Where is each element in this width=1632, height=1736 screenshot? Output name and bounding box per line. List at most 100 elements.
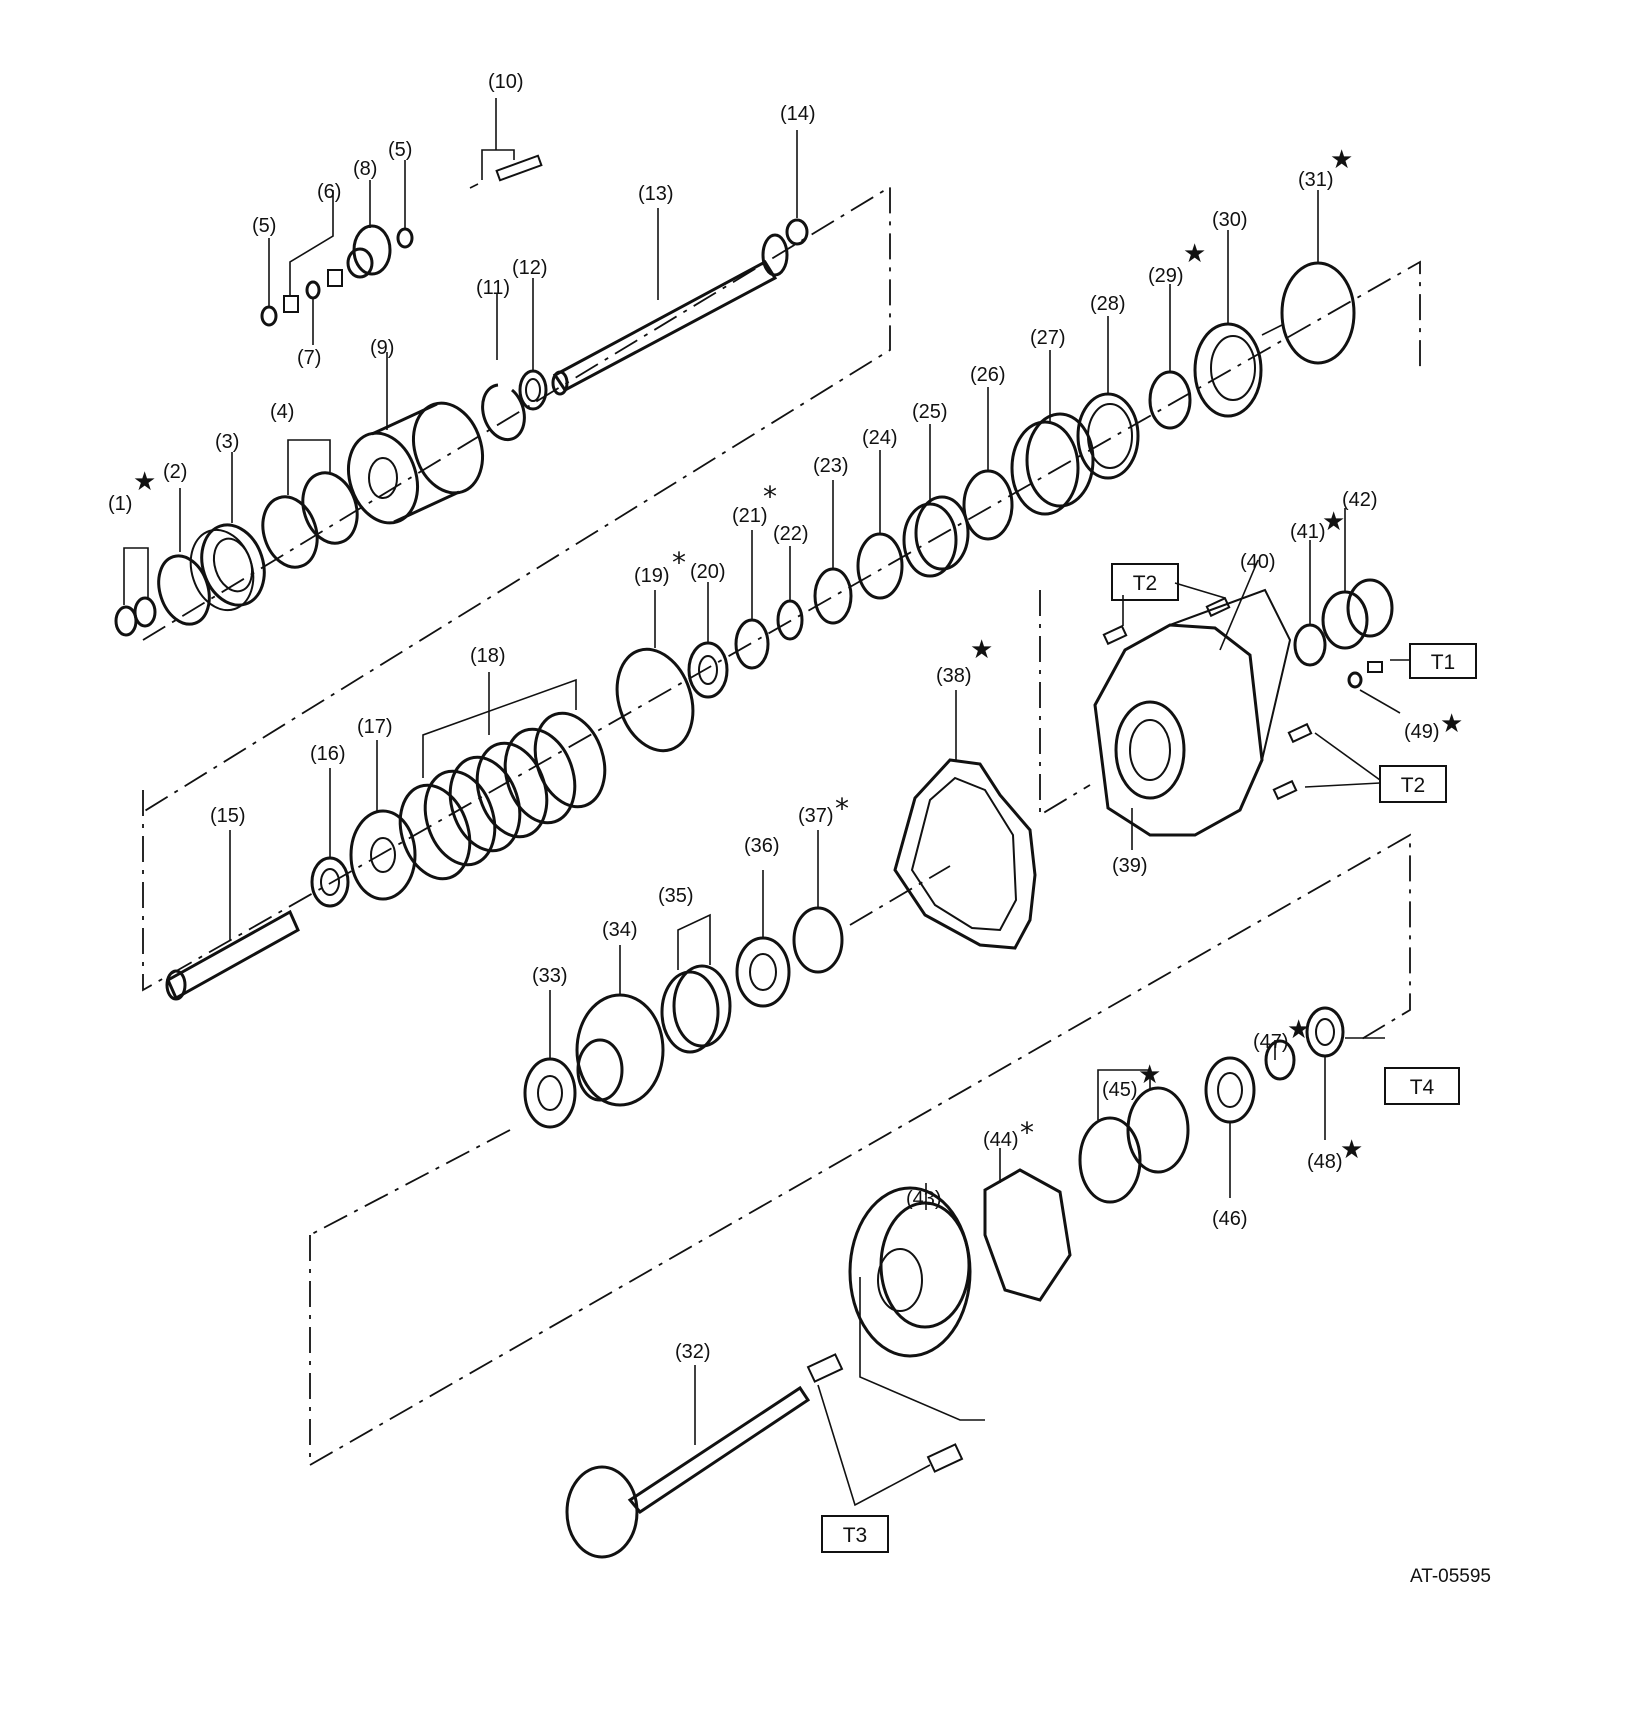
part-1-snap-rings: [114, 547, 157, 637]
callout-7: (7): [297, 347, 321, 369]
part-29-ring: [1148, 284, 1192, 430]
part-47-ring: [1264, 1039, 1296, 1081]
asterisk-marker: *: [1020, 1116, 1034, 1149]
part-11-snap-ring: [481, 293, 526, 442]
star-marker: ★: [1183, 239, 1206, 269]
figure-code: AT-05595: [1410, 1566, 1491, 1587]
callout-labels: (1) (2) (3) (4) (5) (5) (6) (7) (8) (9) …: [108, 71, 1440, 1363]
callout-20: (20): [690, 561, 726, 583]
part-42-sleeve: [1321, 508, 1394, 650]
part-30-piston-seal: [1193, 230, 1283, 418]
callout-42: (42): [1342, 489, 1378, 511]
svg-text:T2: T2: [1133, 572, 1158, 595]
star-marker: ★: [1330, 145, 1353, 175]
callout-4: (4): [270, 401, 294, 423]
torque-box-t4: T4: [1384, 1067, 1460, 1105]
assembly-envelope-lines: [142, 185, 1421, 1467]
callout-2: (2): [163, 461, 187, 483]
asterisk-marker: *: [672, 546, 686, 579]
part-6-needle-bearings: [283, 190, 343, 313]
callout-33: (33): [532, 965, 568, 987]
part-15-output-shaft: [165, 830, 300, 1001]
part-49-plug: [1347, 661, 1401, 714]
part-24-ring: [856, 450, 904, 600]
part-8-pinion-gear: [346, 180, 392, 279]
callout-25: (25): [912, 401, 948, 423]
callout-5a: (5): [252, 215, 276, 237]
callout-19: (19): [634, 565, 670, 587]
part-4-rings: [261, 439, 359, 569]
part-21-washer: [734, 530, 770, 670]
part-14-washer: [785, 130, 809, 246]
asterisk-marker: *: [763, 480, 777, 513]
callout-44: (44): [983, 1129, 1019, 1151]
torque-box-t1: T1: [1390, 643, 1477, 679]
part-20-bearing: [687, 582, 729, 699]
part-26-snap-ring: [962, 387, 1014, 541]
torque-box-t2-top: T2: [1111, 563, 1179, 601]
callout-32: (32): [675, 1341, 711, 1363]
callout-23: (23): [813, 455, 849, 477]
part-40-pin: [1219, 559, 1259, 651]
callout-5b: (5): [388, 139, 412, 161]
callout-22: (22): [773, 523, 809, 545]
callout-49: (49): [1404, 721, 1440, 743]
part-23-ring: [813, 480, 853, 625]
part-18-clutch-plates: [398, 672, 607, 881]
torque-box-t3: T3: [821, 1515, 889, 1553]
callout-37: (37): [798, 805, 834, 827]
part-34-gear: [575, 945, 665, 1107]
callout-16: (16): [310, 743, 346, 765]
part-2-ring: [157, 488, 211, 626]
callout-46: (46): [1212, 1208, 1248, 1230]
part-13-shaft: [551, 208, 789, 396]
callout-28: (28): [1090, 293, 1126, 315]
part-45-seals: [1078, 1069, 1190, 1204]
replace-markers: ★ ★ ★ ★ ★ ★ ★ ★ ★ * * * *: [133, 145, 1463, 1165]
part-28-seal: [1076, 316, 1140, 480]
part-44-gasket: [983, 1148, 1072, 1302]
callout-21: (21): [732, 505, 768, 527]
part-31-oring: [1280, 190, 1356, 365]
part-48-nut: [1305, 1006, 1385, 1140]
star-marker: ★: [1340, 1135, 1363, 1165]
callout-45: (45): [1102, 1079, 1138, 1101]
star-marker: ★: [970, 635, 993, 665]
part-22-washer: [776, 546, 804, 641]
part-33-bearing: [523, 990, 577, 1129]
callout-15: (15): [210, 805, 246, 827]
callout-41: (41): [1290, 521, 1326, 543]
bolts-t2: [1102, 582, 1381, 801]
callout-35: (35): [658, 885, 694, 907]
part-7-washer: [305, 280, 321, 345]
callout-18: (18): [470, 645, 506, 667]
callout-24: (24): [862, 427, 898, 449]
part-46-bearing: [1204, 1056, 1256, 1198]
callout-30: (30): [1212, 209, 1248, 231]
torque-box-t2-right: T2: [1379, 765, 1447, 803]
callout-40: (40): [1240, 551, 1276, 573]
callout-11: (11): [476, 277, 510, 299]
callout-13: (13): [638, 183, 674, 205]
callout-17: (17): [357, 716, 393, 738]
star-marker: ★: [133, 467, 156, 497]
part-9-planetary-carrier: [347, 352, 484, 525]
part-27-drum: [1010, 350, 1095, 516]
star-marker: ★: [1440, 709, 1463, 739]
part-37-ring: [792, 830, 844, 974]
callout-12: (12): [512, 257, 548, 279]
part-12-seal: [518, 278, 548, 411]
callout-3: (3): [215, 431, 239, 453]
callout-48: (48): [1307, 1151, 1343, 1173]
callout-6: (6): [317, 181, 341, 203]
part-41-seal: [1293, 540, 1327, 667]
part-38-gasket: [893, 690, 1037, 950]
callout-10: (10): [488, 71, 524, 93]
part-17-gear: [349, 740, 417, 901]
bolts-t3: [806, 1353, 964, 1507]
callout-36: (36): [744, 835, 780, 857]
svg-text:T2: T2: [1401, 774, 1426, 797]
svg-text:T4: T4: [1410, 1076, 1435, 1099]
callout-47: (47): [1253, 1031, 1289, 1053]
